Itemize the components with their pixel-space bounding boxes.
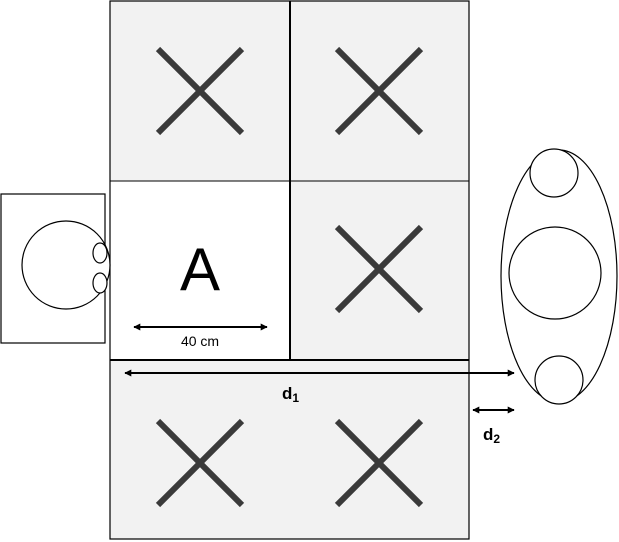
distance-2-label: d2 (483, 426, 500, 445)
distance-2-subscript: 2 (493, 432, 501, 446)
left-head (21, 220, 111, 310)
left-shoulder-upper (92, 242, 108, 264)
cell-bottom-wide (109, 359, 470, 540)
distance-1-symbol: d (282, 384, 293, 403)
cross-icon-bottom-left (155, 418, 245, 508)
distance-1-subscript: 1 (292, 391, 300, 405)
cell-a-label: A (179, 236, 221, 303)
distance-1-label: d1 (282, 385, 299, 404)
right-bottom-circle (534, 355, 584, 405)
person-right (500, 148, 618, 405)
cross-icon-bottom-right (334, 418, 424, 508)
cross-icon-middle-right (334, 224, 424, 314)
person-in-box-left (0, 193, 111, 344)
cross-icon-top-left (155, 46, 245, 136)
left-shoulder-lower (92, 272, 108, 294)
distance-2-symbol: d (483, 425, 494, 444)
right-head (508, 226, 602, 320)
width-measure-label: 40 cm (180, 333, 220, 349)
right-top-circle (529, 148, 579, 198)
cross-icon-top-right (334, 46, 424, 136)
